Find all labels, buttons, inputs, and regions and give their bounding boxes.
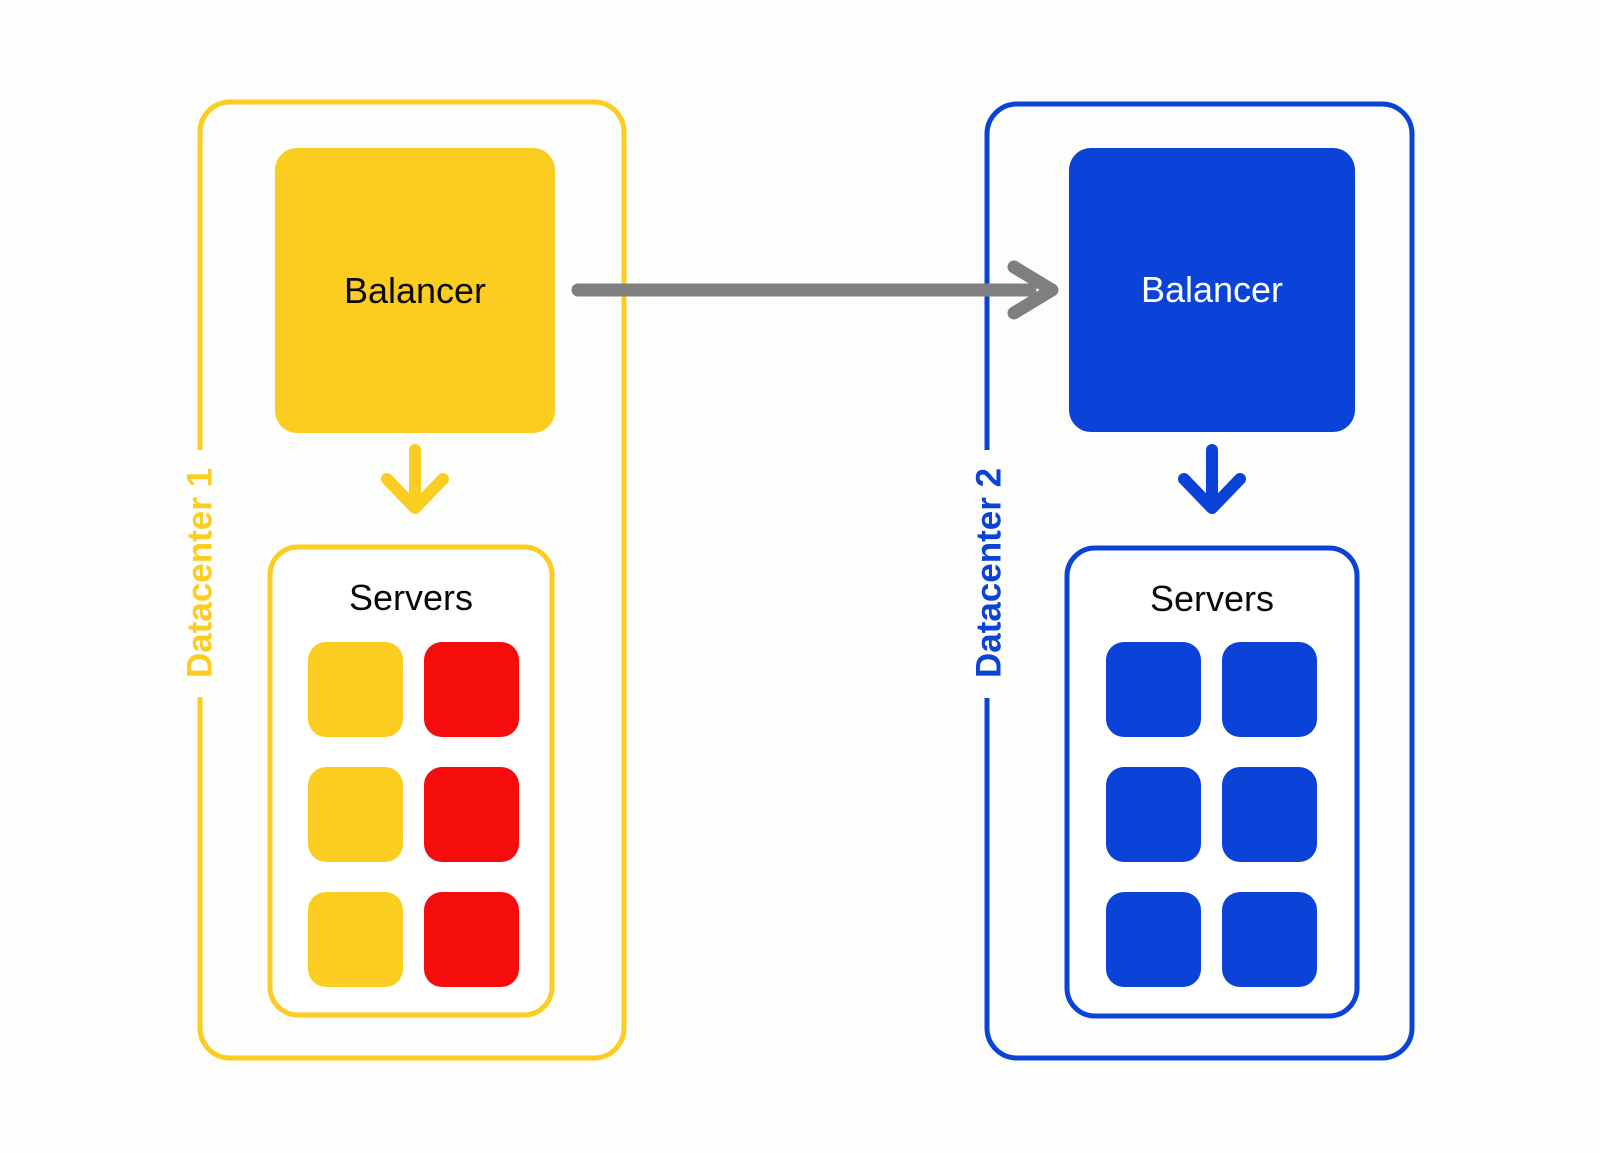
datacenter-2-server-grid xyxy=(1106,642,1317,987)
datacenter-1-balancer-box xyxy=(275,148,555,433)
datacenter-2-balancer-label: Balancer xyxy=(1141,269,1283,310)
server-node xyxy=(1222,642,1317,737)
datacenter-1-server-grid xyxy=(308,642,519,987)
server-node xyxy=(1106,892,1201,987)
datacenter-1-down-arrow xyxy=(381,444,449,514)
server-node xyxy=(308,892,403,987)
server-node xyxy=(308,767,403,862)
server-node xyxy=(424,642,519,737)
datacenter-1-balancer-label: Balancer xyxy=(344,270,486,311)
balancer-link-arrow xyxy=(571,260,1059,320)
datacenter-1-border-gap xyxy=(188,450,210,697)
server-node xyxy=(1106,642,1201,737)
down-arrow-head xyxy=(381,473,449,514)
datacenter-1-group: Datacenter 1 Balancer Servers xyxy=(180,99,627,1061)
down-arrow-head xyxy=(1178,473,1246,514)
datacenter-2-servers-label: Servers xyxy=(1150,578,1274,619)
datacenter-2-down-arrow xyxy=(1178,444,1246,514)
datacenter-2-balancer-box xyxy=(1069,148,1355,432)
datacenter-2-group: Datacenter 2 Balancer Servers xyxy=(969,101,1415,1061)
server-node xyxy=(308,642,403,737)
server-node xyxy=(424,892,519,987)
datacenter-2-label: Datacenter 2 xyxy=(969,468,1008,678)
datacenter-2-border-gap xyxy=(975,450,997,698)
server-node xyxy=(1106,767,1201,862)
datacenter-1-label: Datacenter 1 xyxy=(180,468,219,678)
server-node xyxy=(1222,892,1317,987)
server-node xyxy=(1222,767,1317,862)
link-arrow-head xyxy=(1007,260,1059,320)
server-node xyxy=(424,767,519,862)
datacenter-1-servers-label: Servers xyxy=(349,577,473,618)
